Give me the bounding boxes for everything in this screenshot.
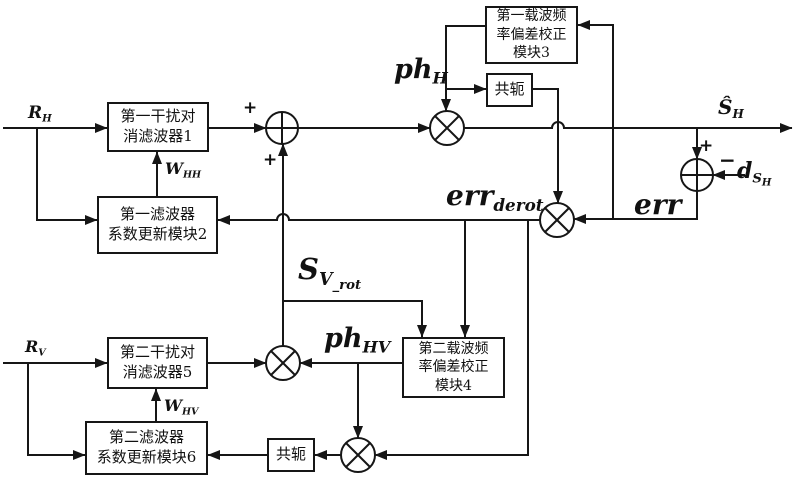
box-filter1-line2: 消滤波器1	[123, 127, 193, 145]
box-coeff-update-2: 第一滤波器 系数更新模块2	[97, 196, 218, 254]
box-interference-filter-5: 第二干扰对 消滤波器5	[107, 337, 208, 389]
wire-svrot-to-cfo4	[284, 300, 427, 338]
box-cfo3-line3: 模块3	[513, 45, 550, 62]
adder-node-1	[265, 111, 299, 145]
label-whh: WHH	[165, 159, 201, 180]
label-svrot-sub: V	[318, 270, 333, 291]
box-carrier-offset-4: 第二载波频 率偏差校正 模块4	[402, 337, 505, 398]
box-cfo3-line1: 第一载波频	[496, 8, 567, 25]
wire-errderot-to-coeff2	[217, 213, 540, 225]
box-filter1-line1: 第一干扰对	[120, 107, 196, 126]
wire-err-to-cfo3	[577, 20, 614, 219]
box-coeff2-line1: 第一滤波器	[119, 205, 195, 224]
box-cfo4-line2: 率偏差校正	[418, 359, 489, 376]
wire-conjtop-to-mult2	[533, 88, 563, 204]
box-coeff2-line2: 系数更新模块2	[107, 225, 208, 243]
label-rv-base: R	[25, 337, 39, 356]
label-phh-base: ph	[394, 54, 433, 85]
box-cfo4-line3: 模块4	[435, 377, 472, 394]
multiplier-node-2	[539, 202, 575, 238]
label-rh-base: R	[28, 103, 43, 123]
box-conjbot-line1: 共轭	[275, 445, 306, 464]
label-whv-sub: HV	[181, 406, 199, 418]
label-shath-base: Ŝ	[718, 95, 733, 119]
box-cfo3-line2: 率偏差校正	[496, 26, 567, 43]
wire-rh-to-coeff2	[36, 128, 98, 225]
box-interference-filter-1: 第一干扰对 消滤波器1	[107, 102, 209, 152]
label-phhv-sub: HV	[362, 337, 391, 357]
label-errderot-sub: derot	[493, 194, 544, 215]
sign-adder1-plus-bottom: +	[263, 150, 278, 170]
wire-errderot-to-mult4	[374, 220, 529, 460]
label-err-derot: errderot	[446, 179, 544, 215]
wire-main-output	[464, 121, 793, 133]
multiplier-node-1	[429, 110, 465, 146]
sign-adder2-minus-right: −	[719, 148, 736, 172]
label-err: err	[634, 188, 681, 221]
label-errderot-base: err	[446, 179, 494, 212]
box-carrier-offset-3: 第一载波频 率偏差校正 模块3	[485, 6, 578, 64]
box-coeff6-line1: 第二滤波器	[108, 428, 184, 447]
multiplier-node-3	[265, 345, 301, 381]
label-dsh-subsub: H	[761, 176, 772, 189]
label-whh-sub: HH	[182, 169, 202, 181]
box-filter5-line1: 第二干扰对	[119, 343, 195, 362]
label-rv: RV	[25, 337, 46, 358]
label-whv-base: W	[164, 396, 182, 415]
box-conjtop-line1: 共轭	[494, 80, 525, 99]
sign-adder2-plus-top: +	[699, 136, 714, 156]
wire-err-to-mult2	[573, 191, 698, 224]
label-phh-sub: H	[432, 68, 448, 88]
label-dsh-sub: S	[752, 171, 762, 187]
label-dsh: dSH	[737, 158, 771, 189]
adder-node-2	[680, 158, 714, 192]
label-rv-sub: V	[38, 347, 46, 359]
label-dsh-base: d	[737, 158, 753, 184]
sign-adder1-plus-left: +	[243, 98, 258, 118]
box-coeff6-line2: 系数更新模块6	[96, 448, 197, 466]
box-conjugate-top: 共轭	[486, 73, 533, 107]
wire-rv-to-coeff6	[27, 363, 86, 460]
multiplier-node-4	[340, 437, 376, 473]
label-phhv-base: ph	[324, 323, 363, 354]
box-conjugate-bottom: 共轭	[267, 438, 315, 472]
label-svrot-base: S	[298, 252, 319, 286]
box-coeff-update-6: 第二滤波器 系数更新模块6	[85, 421, 208, 475]
label-sv-rot: SV_rot	[298, 252, 361, 293]
label-whv: WHV	[164, 396, 198, 417]
wire-cfo3-to-mult1	[441, 25, 485, 112]
label-err-base: err	[634, 188, 682, 221]
label-shat-h: ŜH	[718, 95, 744, 121]
label-rh: RH	[28, 103, 52, 125]
label-shath-sub: H	[732, 107, 744, 122]
box-cfo4-line1: 第二载波频	[418, 340, 489, 357]
box-filter5-line2: 消滤波器5	[122, 363, 193, 381]
label-rh-sub: H	[42, 112, 52, 125]
label-phhv: phHV	[324, 323, 390, 357]
label-phh: phH	[394, 54, 448, 88]
label-whh-base: W	[165, 159, 183, 178]
label-svrot-subsub: _rot	[332, 277, 362, 293]
